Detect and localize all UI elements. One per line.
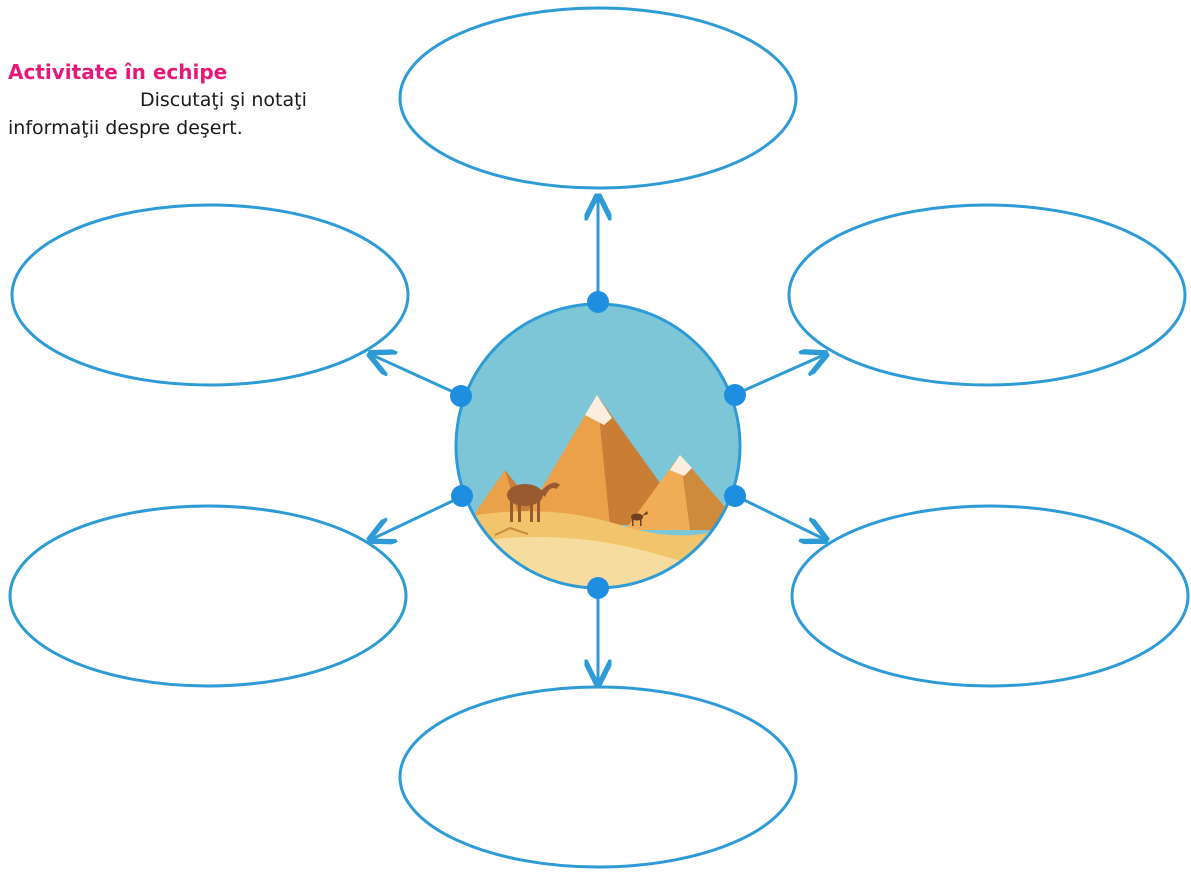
activity-heading: Activitate în echipe xyxy=(8,60,228,84)
connector-dot-upper-right xyxy=(724,384,746,406)
desert-scene-icon xyxy=(456,304,740,588)
answer-bubble-upper-right[interactable] xyxy=(787,203,1187,387)
arrow-upper-right xyxy=(735,354,826,396)
connector-dot-lower-left xyxy=(451,485,473,507)
activity-instructions: Activitate în echipe Discutaţi şi notaţi… xyxy=(8,58,328,142)
connector-dot-lower-right xyxy=(724,485,746,507)
instruction-line-1: Discutaţi şi notaţi xyxy=(140,89,307,111)
connector-dot-bottom xyxy=(587,577,609,599)
answer-bubble-lower-left[interactable] xyxy=(8,504,408,688)
connector-dot-upper-left xyxy=(450,385,472,407)
answer-bubble-lower-right[interactable] xyxy=(790,504,1190,688)
answer-bubble-bottom[interactable] xyxy=(398,685,798,869)
answer-bubble-top[interactable] xyxy=(398,6,798,190)
arrow-lower-left xyxy=(370,495,462,540)
connector-dot-top xyxy=(587,291,609,313)
answer-bubble-upper-left[interactable] xyxy=(10,203,410,387)
arrow-upper-left xyxy=(370,354,461,397)
arrow-lower-right xyxy=(735,494,826,540)
instruction-line-2: informaţii despre deşert. xyxy=(8,117,243,139)
